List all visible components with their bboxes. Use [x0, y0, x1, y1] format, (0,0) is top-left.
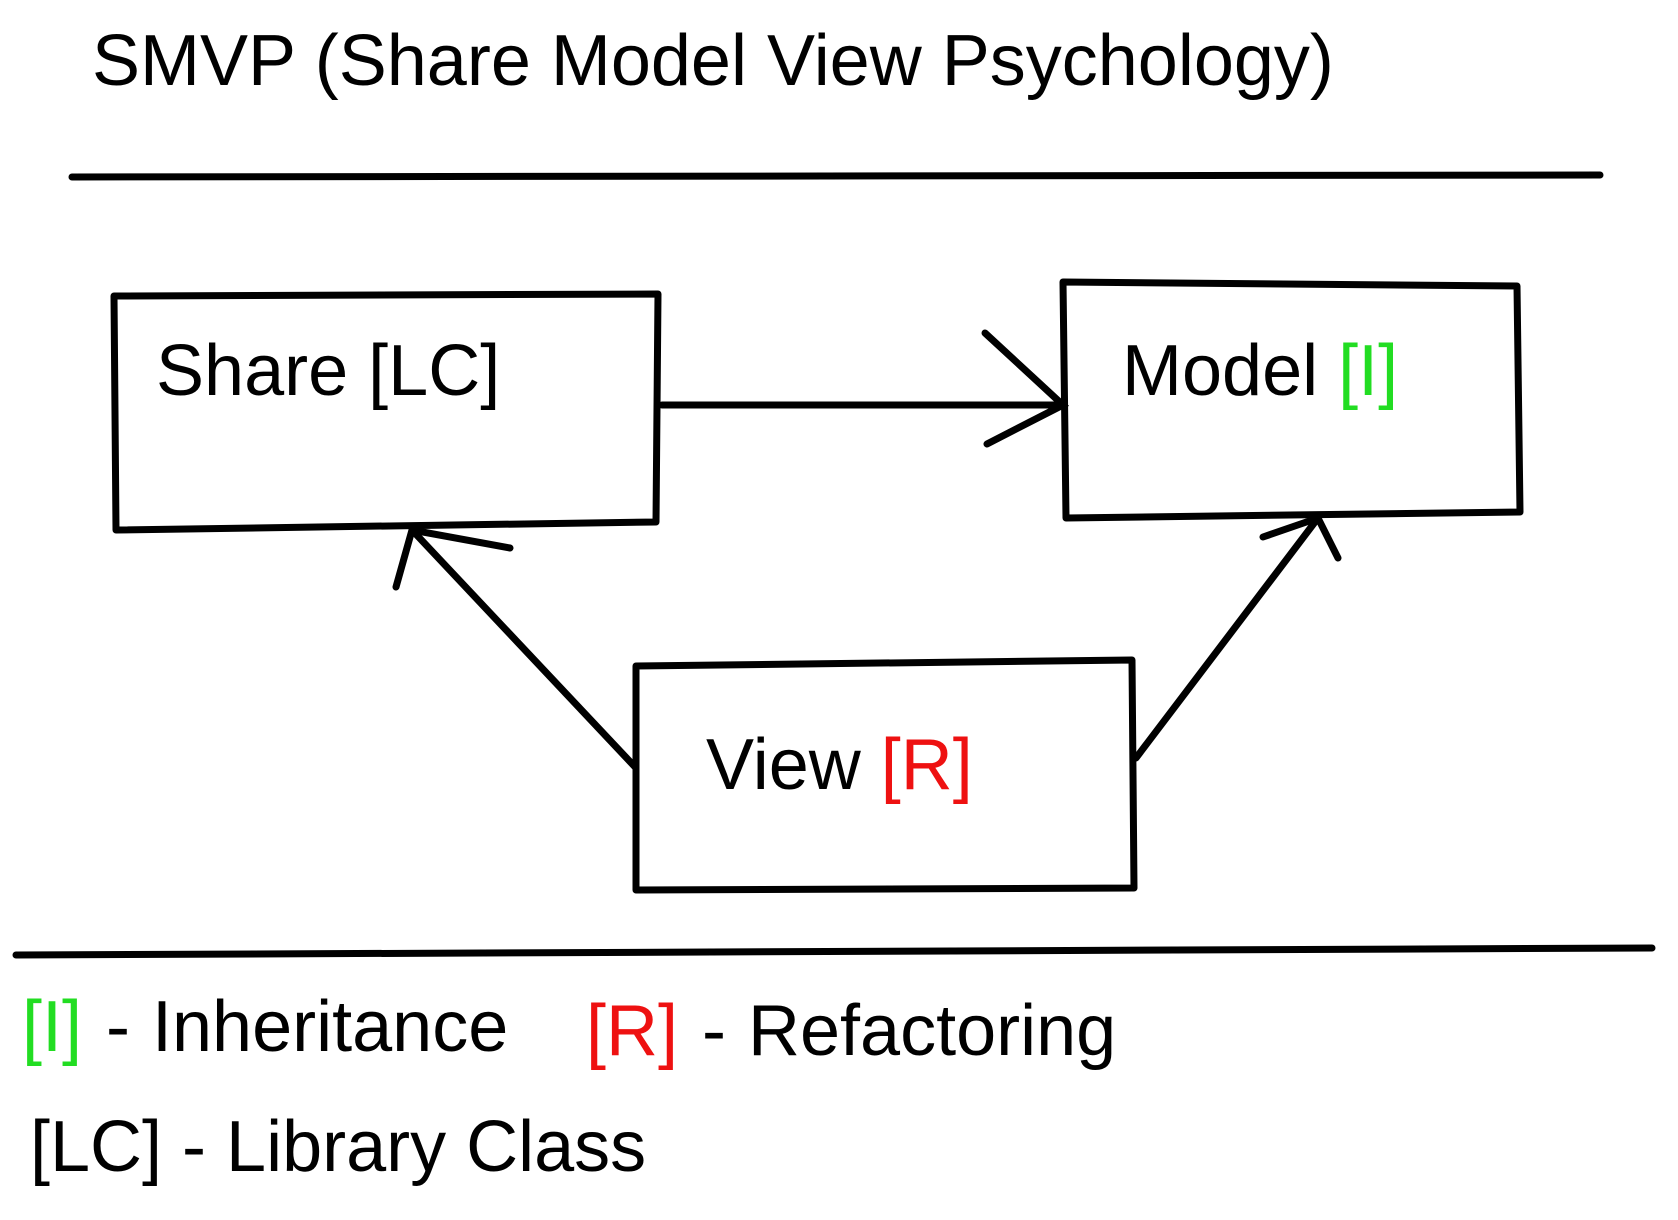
arrow-view-to-model: [1132, 513, 1342, 762]
arrowhead-model-bottom: [1259, 513, 1342, 562]
share-name: Share: [156, 331, 349, 411]
arrow-view-to-share: [392, 525, 640, 772]
legend-inheritance: [I]-Inheritance: [22, 984, 508, 1070]
legend-refactoring: [R]-Refactoring: [586, 988, 1116, 1074]
legend-library-class: [LC] - Library Class: [30, 1107, 647, 1187]
share-tag: [LC]: [368, 331, 501, 411]
share-box: [110, 290, 662, 534]
view-tag: [R]: [880, 725, 973, 805]
model-name: Model: [1122, 331, 1319, 411]
model-label: Model [I]: [1122, 328, 1398, 414]
view-label: View [R]: [706, 722, 973, 808]
legend-inheritance-text: Inheritance: [152, 987, 509, 1067]
arrow-share-to-model: [658, 329, 1070, 448]
legend-refactoring-tag: [R]: [586, 991, 679, 1071]
legend-inheritance-tag: [I]: [22, 987, 83, 1067]
legend-inheritance-dash: -: [106, 987, 130, 1067]
view-name: View: [706, 725, 861, 805]
top-divider: [68, 171, 1604, 181]
model-box: [1059, 278, 1524, 522]
legend-refactoring-dash: -: [702, 991, 726, 1071]
view-box: [632, 656, 1138, 894]
arrowhead-model-left: [981, 329, 1070, 448]
diagram-title: SMVP (Share Model View Psychology): [92, 21, 1334, 101]
model-tag: [I]: [1338, 331, 1399, 411]
share-label: Share [LC]: [156, 328, 500, 414]
legend-refactoring-text: Refactoring: [748, 991, 1117, 1071]
bottom-divider: [12, 944, 1656, 959]
arrowhead-share-bottom: [392, 525, 514, 591]
